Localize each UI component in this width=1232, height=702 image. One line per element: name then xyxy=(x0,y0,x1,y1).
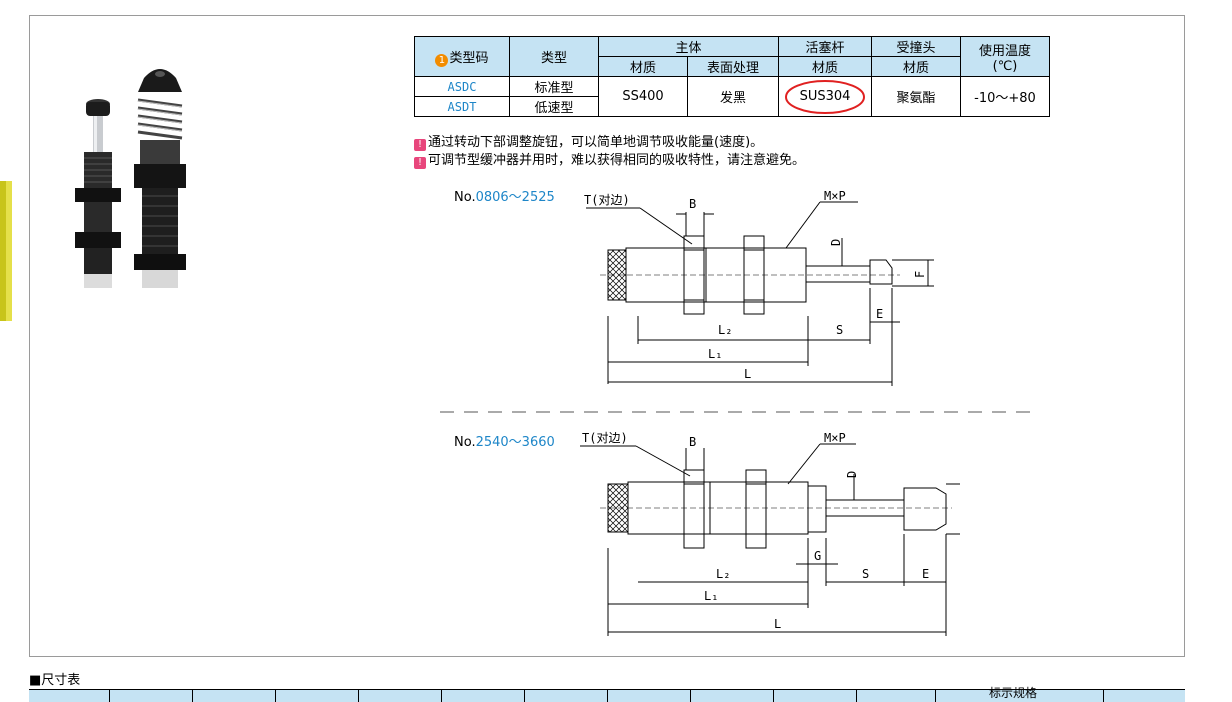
label-L: L xyxy=(744,367,751,381)
small-absorber-image xyxy=(75,99,121,288)
note-item: !通过转动下部调整旋钮，可以简单地调节吸收能量(速度)。 xyxy=(414,134,805,152)
label-G: G xyxy=(814,549,821,563)
label-T: T(对边) xyxy=(582,431,628,445)
label-L2: L₂ xyxy=(716,567,730,581)
type-standard: 标准型 xyxy=(509,76,599,97)
label-S: S xyxy=(836,323,843,337)
label-MP: M×P xyxy=(824,189,846,203)
type-code-asdc: ASDC xyxy=(414,76,510,97)
highlight-circle xyxy=(785,80,865,114)
type-low-speed: 低速型 xyxy=(509,96,599,117)
header-temperature: 使用温度(℃) xyxy=(960,36,1050,77)
header-surface: 表面处理 xyxy=(687,56,779,77)
diagram-separator xyxy=(440,411,1030,413)
header-main-body: 主体 xyxy=(598,36,779,57)
header-head-material: 材质 xyxy=(871,56,961,77)
label-F: F xyxy=(913,271,927,278)
label-E: E xyxy=(876,307,883,321)
label-T: T(对边) xyxy=(584,193,630,207)
label-L1: L₁ xyxy=(704,589,718,603)
rod-material-value: SUS304 xyxy=(778,76,872,117)
label-D: D xyxy=(829,239,843,246)
body-material-value: SS400 xyxy=(598,76,688,117)
warning-icon: ! xyxy=(414,139,426,151)
large-absorber-image xyxy=(134,69,186,288)
label-B: B xyxy=(689,197,696,211)
diagram2-drawing: T(对边) B M×P D F G S E L₂ L₁ L xyxy=(580,431,960,636)
side-tab-bar xyxy=(0,181,6,321)
diagram1-drawing: T(对边) B M×P D F E S L₂ L₁ L xyxy=(584,189,934,386)
header-rod-material: 材质 xyxy=(778,56,872,77)
label-B: B xyxy=(689,435,696,449)
label-D: D xyxy=(845,471,859,478)
header-type: 类型 xyxy=(509,36,599,77)
size-table-header-strip: 标示规格 xyxy=(29,686,1185,702)
size-table-title: ■尺寸表 xyxy=(29,673,81,688)
side-tab-highlight xyxy=(6,181,12,321)
temperature-value: -10～+80 xyxy=(960,76,1050,117)
notes: !通过转动下部调整旋钮，可以简单地调节吸收能量(速度)。 !可调节型缓冲器并用时… xyxy=(414,134,805,170)
diagram1-label: No.0806～2525 xyxy=(454,190,555,205)
header-impact-head: 受撞头 xyxy=(871,36,961,57)
label-L: L xyxy=(774,617,781,631)
product-panel xyxy=(29,15,1185,657)
header-piston-rod: 活塞杆 xyxy=(778,36,872,57)
label-E: E xyxy=(922,567,929,581)
label-L1: L₁ xyxy=(708,347,722,361)
product-photo xyxy=(75,69,186,288)
diagram2-label: No.2540～3660 xyxy=(454,435,555,450)
label-S: S xyxy=(862,567,869,581)
note-item: !可调节型缓冲器并用时，难以获得相同的吸收特性，请注意避免。 xyxy=(414,152,805,170)
header-body-material: 材质 xyxy=(598,56,688,77)
label-MP: M×P xyxy=(824,431,846,445)
surface-treatment-value: 发黑 xyxy=(687,76,779,117)
label-L2: L₂ xyxy=(718,323,732,337)
warning-icon: ! xyxy=(414,157,426,169)
head-material-value: 聚氨酯 xyxy=(871,76,961,117)
size-table-partial-header: 标示规格 xyxy=(989,686,1038,700)
type-code-asdt: ASDT xyxy=(414,96,510,117)
type-code-bullet-icon: 1 xyxy=(435,53,449,67)
